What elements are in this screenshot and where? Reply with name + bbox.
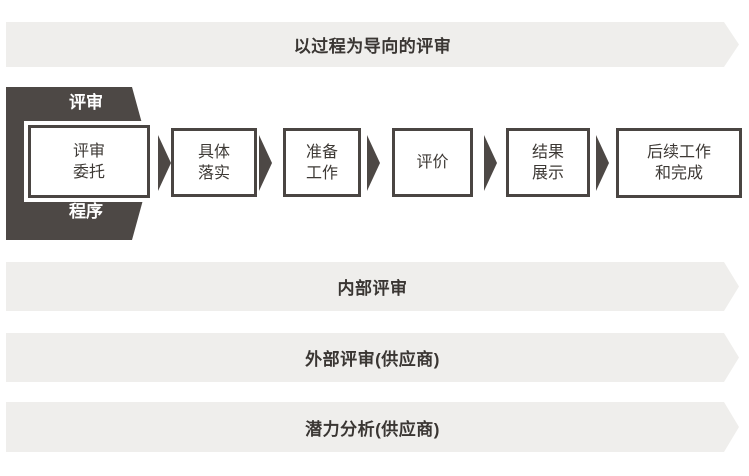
step-box-evaluation: 评价 bbox=[392, 128, 473, 197]
arrow-right-icon bbox=[259, 135, 272, 191]
banner-external-review-supplier-label: 外部评审(供应商) bbox=[305, 350, 440, 369]
banner-process-oriented-review: 以过程为导向的评审 bbox=[6, 22, 739, 67]
step-label: 评审 委托 bbox=[72, 142, 105, 181]
step-label: 准备 工作 bbox=[305, 143, 338, 182]
step-box-concrete-implementation: 具体 落实 bbox=[171, 128, 257, 197]
step-label: 具体 落实 bbox=[197, 143, 230, 182]
arrow-right-icon bbox=[484, 135, 497, 191]
banner-potential-analysis-supplier-label: 潜力分析(供应商) bbox=[305, 419, 440, 439]
banner-potential-analysis-supplier: 潜力分析(供应商) bbox=[6, 402, 739, 452]
step-label: 结果 展示 bbox=[531, 143, 564, 182]
banner-external-review-supplier: 外部评审(供应商) bbox=[6, 333, 739, 382]
banner-internal-review: 内部评审 bbox=[6, 262, 739, 311]
step-box-review-commission: 评审 委托 bbox=[28, 125, 150, 198]
banner-internal-review-label: 内部评审 bbox=[337, 279, 408, 298]
step-box-preparation: 准备 工作 bbox=[283, 128, 361, 197]
arrow-right-icon bbox=[596, 135, 609, 191]
arrow-right-icon bbox=[367, 135, 380, 191]
arrow-bottom-label: 程序 bbox=[69, 202, 103, 221]
arrow-top-label: 评审 bbox=[69, 93, 103, 112]
arrow-right-icon bbox=[158, 135, 171, 191]
step-label: 后续工作 和完成 bbox=[646, 144, 711, 182]
banner-process-oriented-review-label: 以过程为导向的评审 bbox=[293, 37, 452, 56]
step-box-result-presentation: 结果 展示 bbox=[506, 128, 590, 197]
step-label: 评价 bbox=[416, 154, 449, 171]
step-box-follow-up-completion: 后续工作 和完成 bbox=[616, 128, 742, 198]
